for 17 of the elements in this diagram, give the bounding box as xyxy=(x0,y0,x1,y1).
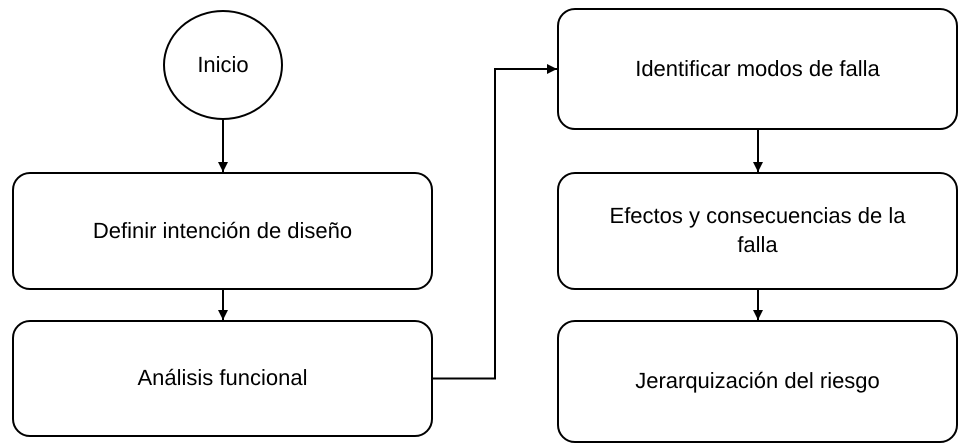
node-label: Efectos y consecuencias de la falla xyxy=(608,202,906,259)
process-box xyxy=(557,8,958,130)
arrow xyxy=(218,120,228,172)
process-box xyxy=(557,172,958,290)
process-box xyxy=(557,320,958,443)
node-label: Análisis funcional xyxy=(136,364,308,392)
process-box xyxy=(12,172,433,290)
process-box xyxy=(12,320,433,437)
arrow xyxy=(433,64,557,380)
node-label: Definir intención de diseño xyxy=(92,216,354,245)
start-ellipse xyxy=(163,10,283,120)
arrow xyxy=(753,130,763,172)
arrow xyxy=(753,290,763,320)
node-label: Inicio xyxy=(197,50,249,79)
arrow xyxy=(218,290,228,320)
node-label: Jerarquización del riesgo xyxy=(634,367,881,396)
node-label: Identificar modos de falla xyxy=(634,54,881,83)
